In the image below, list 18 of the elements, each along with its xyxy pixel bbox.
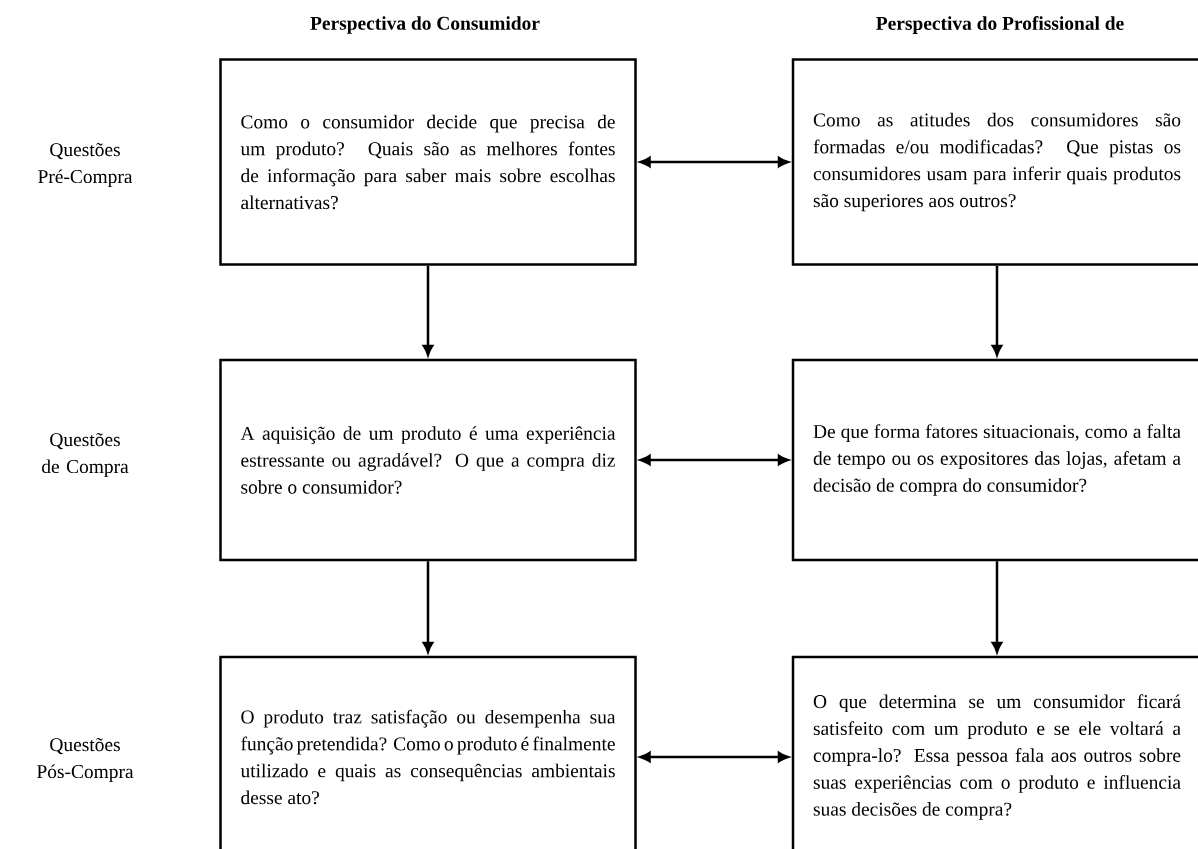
arrow: [991, 561, 1003, 653]
row-label: Questões Pré-Compra: [38, 142, 133, 188]
question-box: O que determina se um consumidor ficará satisfeito com um produto e se ele voltará a compra-lo? Essa pessoa fala aos outros sobre suas experiências com o produto e influencia suas decisões de compra?: [791, 655, 1198, 849]
row-label: Questões Pós-Compra: [37, 737, 134, 783]
arrow: [422, 561, 434, 653]
column-heading: Perspectiva do Consumidor: [310, 16, 540, 34]
question-box: A aquisição de um produto é uma experiência estressante ou agradável? O que a compra diz sobre o consumidor?: [219, 358, 637, 562]
question-box: O produto traz satisfação ou desempenha sua função pretendida? Como o produto é finalmente utilizado e quais as consequências ambientais desse ato?: [219, 655, 637, 849]
arrow: [991, 265, 1003, 356]
arrow: [422, 265, 434, 356]
question-box: Como as atitudes dos consumidores são formadas e/ou modificadas? Que pistas os consumidores usam para inferir quais produtos são superiores aos outros?: [791, 58, 1198, 266]
arrow: [639, 751, 789, 763]
question-box: Como o consumidor decide que precisa de um produto? Quais são as melhores fontes de informação para saber mais sobre escolhas alternativas?: [219, 58, 637, 266]
arrow: [639, 454, 789, 466]
arrow: [639, 156, 789, 168]
row-label: Questões de Compra: [42, 432, 129, 478]
question-box: De que forma fatores situacionais, como a falta de tempo ou os expositores das lojas, afetam a decisão de compra do consumidor?: [791, 358, 1198, 562]
column-heading: Perspectiva do Profissional de: [876, 16, 1124, 34]
